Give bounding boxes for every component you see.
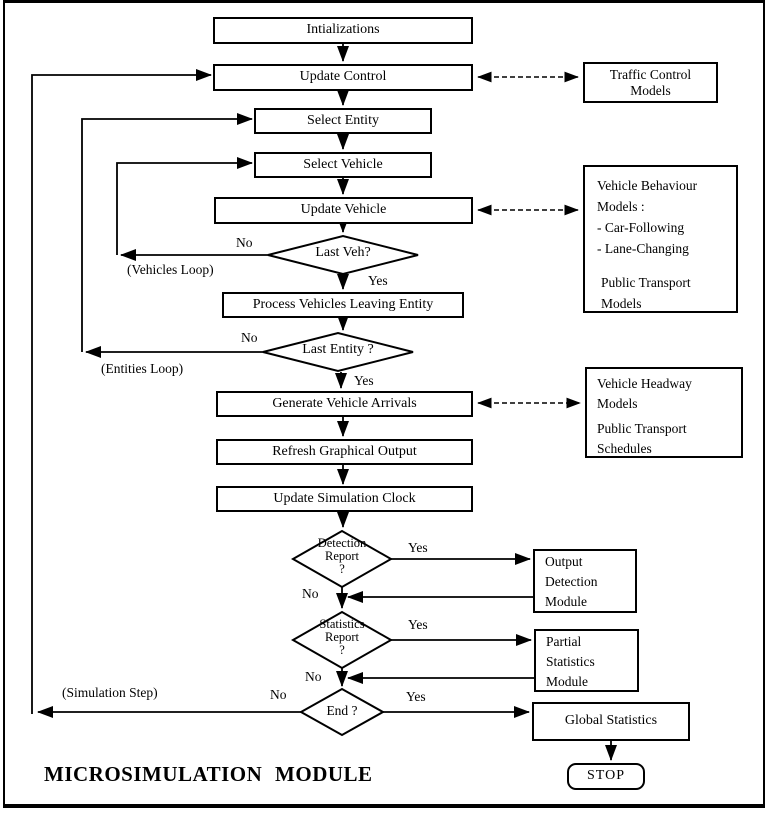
loop-arrows — [31, 68, 301, 719]
node-update-vehicle: Update Vehicle — [214, 197, 473, 224]
label-no-end: No — [270, 687, 287, 702]
diagram-title: MICROSIMULATION MODULE — [44, 762, 373, 786]
detection-report-diamond — [290, 529, 394, 589]
last-veh-diamond — [267, 234, 419, 276]
label-yes-last-veh: Yes — [368, 273, 388, 288]
decision-diamonds — [262, 234, 419, 737]
node-generate-arrivals: Generate Vehicle Arrivals — [216, 391, 473, 417]
output-detection-module-label: Output Detection Module — [545, 554, 598, 609]
node-global-statistics-label: Global Statistics — [564, 713, 658, 729]
vehicle-headway-models-label: Vehicle Headway Models — [597, 376, 692, 411]
node-update-clock-label: Update Simulation Clock — [273, 490, 416, 506]
label-yes-end: Yes — [406, 689, 426, 704]
last-entity-question: Last Entity ? — [302, 342, 374, 357]
dashed-model-links — [477, 71, 581, 409]
node-stop: STOP — [567, 763, 645, 790]
statistics-report-diamond — [290, 610, 394, 670]
label-no-detection: No — [302, 586, 319, 601]
last-veh-question: Last Veh? — [315, 245, 371, 260]
node-select-entity: Select Entity — [254, 108, 432, 134]
label-no-statistics: No — [305, 669, 322, 684]
node-select-entity-label: Select Entity — [307, 112, 379, 128]
box-output-detection-module: Output Detection Module — [533, 549, 637, 613]
node-select-vehicle: Select Vehicle — [254, 152, 432, 178]
box-vehicle-behaviour-models: Vehicle Behaviour Models : - Car-Followi… — [583, 165, 738, 313]
node-select-vehicle-label: Select Vehicle — [303, 156, 383, 172]
node-stop-label: STOP — [587, 768, 625, 784]
label-entities-loop: (Entities Loop) — [101, 361, 184, 376]
detection-report-question: Detection Report ? — [317, 536, 367, 576]
label-yes-detection: Yes — [408, 540, 428, 555]
statistics-report-question: Statistics Report ? — [319, 617, 365, 657]
box-partial-statistics-module: Partial Statistics Module — [534, 629, 639, 692]
box-traffic-control-models: Traffic Control Models — [583, 62, 718, 103]
label-vehicles-loop: (Vehicles Loop) — [127, 262, 214, 277]
partial-statistics-module-label: Partial Statistics Module — [546, 634, 595, 689]
node-refresh-graphical: Refresh Graphical Output — [216, 439, 473, 465]
public-transport-schedules-label: Public Transport Schedules — [597, 421, 687, 456]
traffic-control-models-label: Traffic Control Models — [609, 66, 692, 98]
vehicle-behaviour-models-label: Vehicle Behaviour Models : - Car-Followi… — [597, 178, 698, 256]
box-vehicle-headway-models: Vehicle Headway Models Public Transport … — [585, 367, 743, 458]
label-no-last-veh: No — [236, 235, 253, 250]
node-initializations-label: Intializations — [306, 22, 380, 38]
end-diamond — [298, 687, 386, 737]
label-no-last-entity: No — [241, 330, 258, 345]
node-process-vehicles-label: Process Vehicles Leaving Entity — [252, 296, 434, 312]
last-entity-diamond — [262, 331, 414, 373]
node-initializations: Intializations — [213, 17, 473, 44]
end-question: End ? — [326, 703, 358, 718]
main-flow-arrows — [334, 44, 350, 688]
node-update-control: Update Control — [213, 64, 473, 91]
diagram-border — [3, 0, 765, 808]
side-arrows — [346, 552, 618, 762]
node-update-clock: Update Simulation Clock — [216, 486, 473, 512]
public-transport-models-label: Public Transport Models — [601, 275, 691, 311]
node-generate-arrivals-label: Generate Vehicle Arrivals — [272, 395, 417, 411]
label-yes-last-entity: Yes — [354, 373, 374, 388]
node-process-vehicles: Process Vehicles Leaving Entity — [222, 292, 464, 318]
node-update-vehicle-label: Update Vehicle — [300, 202, 387, 218]
node-refresh-graphical-label: Refresh Graphical Output — [272, 443, 417, 459]
label-simulation-step: (Simulation Step) — [62, 685, 158, 700]
label-yes-statistics: Yes — [408, 617, 428, 632]
node-update-control-label: Update Control — [299, 69, 387, 85]
node-global-statistics: Global Statistics — [532, 702, 690, 741]
